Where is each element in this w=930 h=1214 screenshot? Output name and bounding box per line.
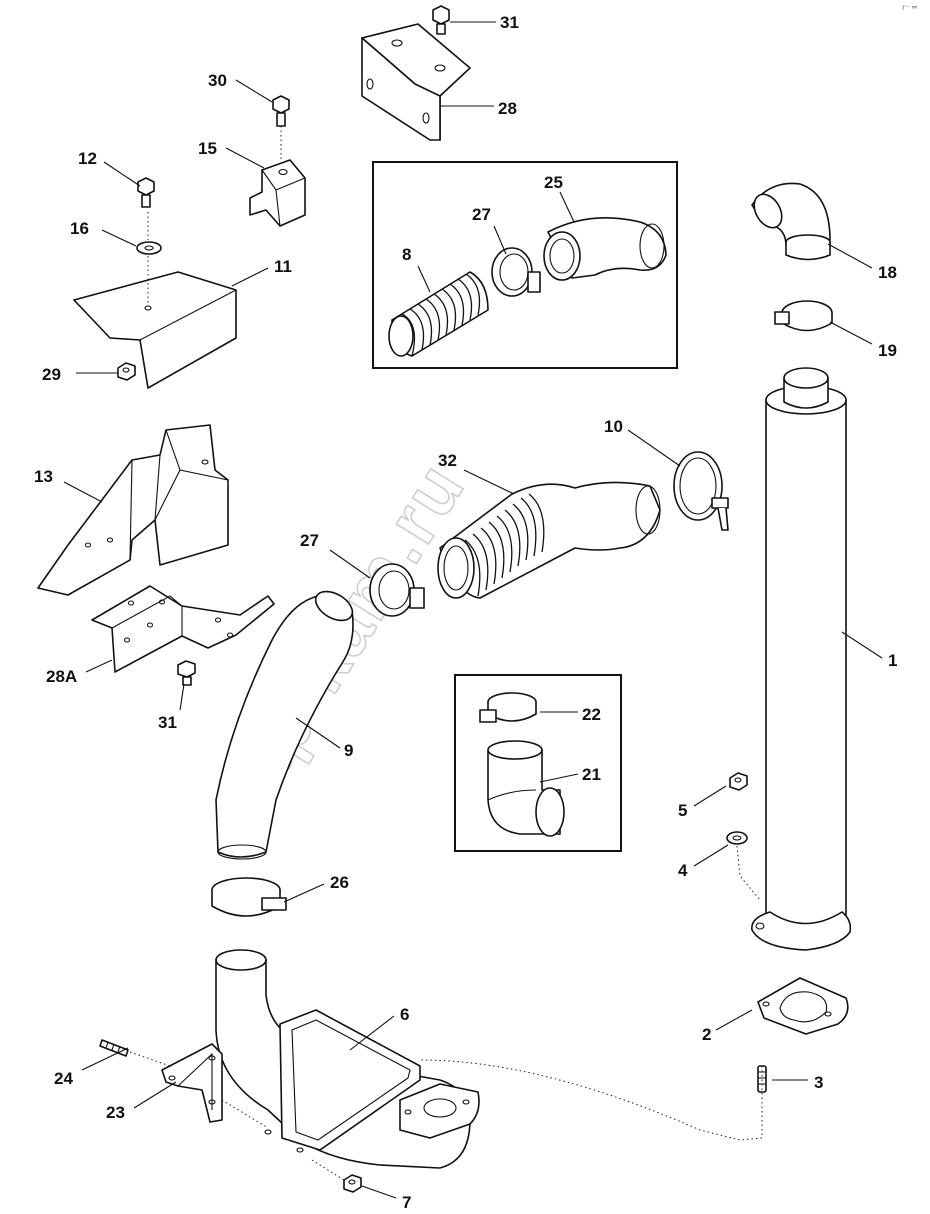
part-30-bolt xyxy=(272,95,290,127)
kit-box-22-21 xyxy=(454,674,622,852)
part-29-nut xyxy=(117,362,136,381)
part-8-flex-hose xyxy=(388,271,489,357)
callout-5: 5 xyxy=(678,801,687,820)
part-10-clamp xyxy=(673,451,729,531)
callout-23: 23 xyxy=(106,1103,125,1122)
part-1-muffler xyxy=(751,367,852,951)
callout-31-top: 31 xyxy=(500,13,519,32)
callout-24: 24 xyxy=(54,1069,73,1088)
part-31-bolt-top xyxy=(432,5,450,35)
part-27-clamp-box xyxy=(491,247,541,297)
part-12-bolt xyxy=(137,177,155,208)
part-5-nut xyxy=(729,772,748,791)
part-6-exhaust-pipe xyxy=(215,949,480,1169)
callout-31-lower: 31 xyxy=(158,713,177,732)
callout-22: 22 xyxy=(582,705,601,724)
callout-labels: 1 2 3 4 5 6 7 8 9 10 11 12 13 15 16 18 1… xyxy=(34,13,897,1212)
part-7-nut xyxy=(343,1174,362,1193)
callout-19: 19 xyxy=(878,341,897,360)
callout-29: 29 xyxy=(42,365,61,384)
part-26-clamp xyxy=(211,877,287,917)
callout-28: 28 xyxy=(498,99,517,118)
part-15-clip xyxy=(249,159,306,227)
callout-1: 1 xyxy=(888,651,897,670)
part-28-bracket xyxy=(361,23,471,141)
callout-16: 16 xyxy=(70,219,89,238)
part-27-clamp-middle xyxy=(369,563,425,617)
part-31-bolt-lower xyxy=(177,660,196,686)
part-9-exhaust-tube xyxy=(215,590,354,860)
callout-27-box: 27 xyxy=(472,205,491,224)
callout-7: 7 xyxy=(402,1193,411,1212)
part-28A-bracket xyxy=(91,585,275,673)
part-18-rain-cap-elbow xyxy=(751,182,831,261)
callout-21: 21 xyxy=(582,765,601,784)
part-21-elbow-pipe xyxy=(487,740,565,837)
callout-30: 30 xyxy=(208,71,227,90)
callout-11: 11 xyxy=(274,257,292,276)
callout-15: 15 xyxy=(198,139,217,158)
callout-3: 3 xyxy=(814,1073,823,1092)
part-22-clamp xyxy=(479,692,537,723)
part-3-stud xyxy=(757,1065,767,1093)
part-24-stud xyxy=(99,1039,129,1057)
callout-10: 10 xyxy=(604,417,623,436)
part-19-clamp xyxy=(774,300,833,332)
kit-box-8-27-25 xyxy=(372,161,678,369)
callout-9: 9 xyxy=(344,741,353,760)
callout-6: 6 xyxy=(400,1005,409,1024)
part-16-washer xyxy=(136,241,162,255)
callout-32: 32 xyxy=(438,451,457,470)
corner-mark: r⁻ ═ xyxy=(902,3,917,12)
callout-28A: 28A xyxy=(46,667,77,686)
callout-8: 8 xyxy=(402,245,411,264)
callout-26: 26 xyxy=(330,873,349,892)
part-23-bracket xyxy=(161,1043,223,1123)
part-4-washer xyxy=(726,831,748,845)
callout-2: 2 xyxy=(702,1025,711,1044)
part-2-gasket xyxy=(757,977,849,1035)
leader-lines xyxy=(63,21,883,1199)
callout-12: 12 xyxy=(78,149,97,168)
callout-18: 18 xyxy=(878,263,897,282)
part-11-heat-shield xyxy=(73,271,237,389)
part-13-bracket xyxy=(37,424,229,596)
callout-27-middle: 27 xyxy=(300,531,319,550)
assembly-dotted-lines xyxy=(129,126,763,1181)
part-25-elbow-hose xyxy=(543,217,667,281)
callout-13: 13 xyxy=(34,467,53,486)
callout-4: 4 xyxy=(678,861,688,880)
callout-25: 25 xyxy=(544,173,563,192)
part-32-flex-hose xyxy=(437,481,661,599)
